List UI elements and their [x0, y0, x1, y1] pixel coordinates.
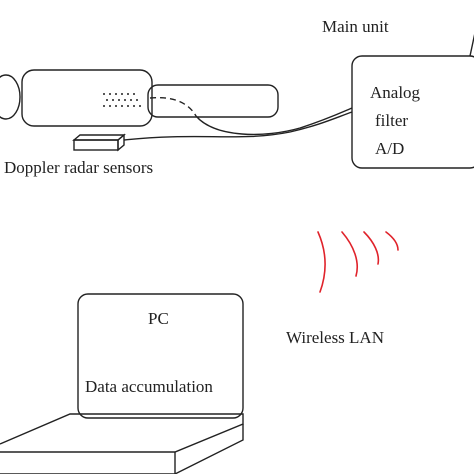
- sensing-area: [103, 93, 141, 107]
- sensors-label: Doppler radar sensors: [4, 158, 153, 177]
- subject-head: [0, 74, 21, 120]
- pc-base-top: [0, 413, 244, 453]
- doppler-sensor-box: [72, 133, 126, 152]
- sensor-cables: [123, 107, 353, 141]
- subject-legs: [147, 84, 279, 118]
- radar-beam: [149, 96, 197, 117]
- pc-label: PC: [148, 309, 169, 328]
- main-unit-box: [351, 55, 474, 169]
- wireless-waves-icon: [317, 231, 399, 293]
- main-unit-filter: filter: [375, 111, 408, 130]
- data-accumulation-label: Data accumulation: [85, 377, 213, 396]
- pc-base-side: [0, 424, 244, 474]
- pc-screen: [77, 293, 244, 419]
- wireless-lan-label: Wireless LAN: [286, 328, 384, 347]
- main-unit-label: Main unit: [322, 17, 389, 36]
- main-unit-ad: A/D: [375, 139, 404, 158]
- subject-body: [21, 69, 153, 127]
- subject-figure: [0, 69, 279, 127]
- pc-laptop: [0, 293, 244, 474]
- main-unit-analog: Analog: [370, 83, 421, 102]
- main-unit-antenna: [469, 33, 474, 57]
